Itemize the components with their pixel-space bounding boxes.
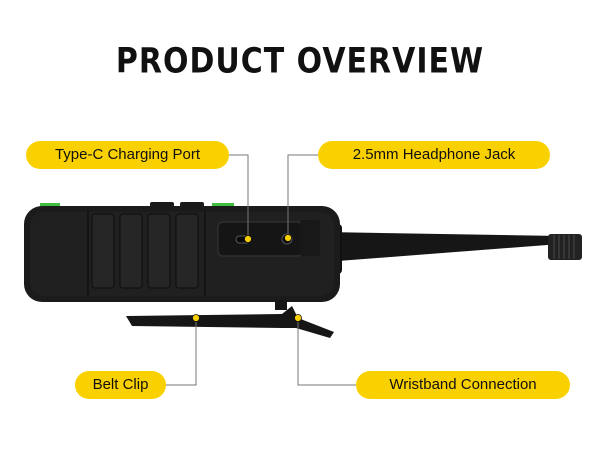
headphone-jack-marker-icon [284,234,292,242]
radio-body [24,202,340,302]
callout-belt-clip: Belt Clip [75,371,166,399]
belt-clip-marker-icon [192,314,200,322]
belt-clip [126,300,334,338]
page-title: PRODUCT OVERVIEW [115,41,485,82]
callout-leaders [166,154,356,386]
port-panel [217,220,320,257]
charging-port-marker-icon [244,235,252,243]
callout-wristband: Wristband Connection [356,371,570,399]
callout-headphone-jack: 2.5mm Headphone Jack [318,141,550,169]
wristband-marker-icon [294,314,302,322]
antenna [320,224,582,274]
callout-charging-port: Type-C Charging Port [26,141,229,169]
